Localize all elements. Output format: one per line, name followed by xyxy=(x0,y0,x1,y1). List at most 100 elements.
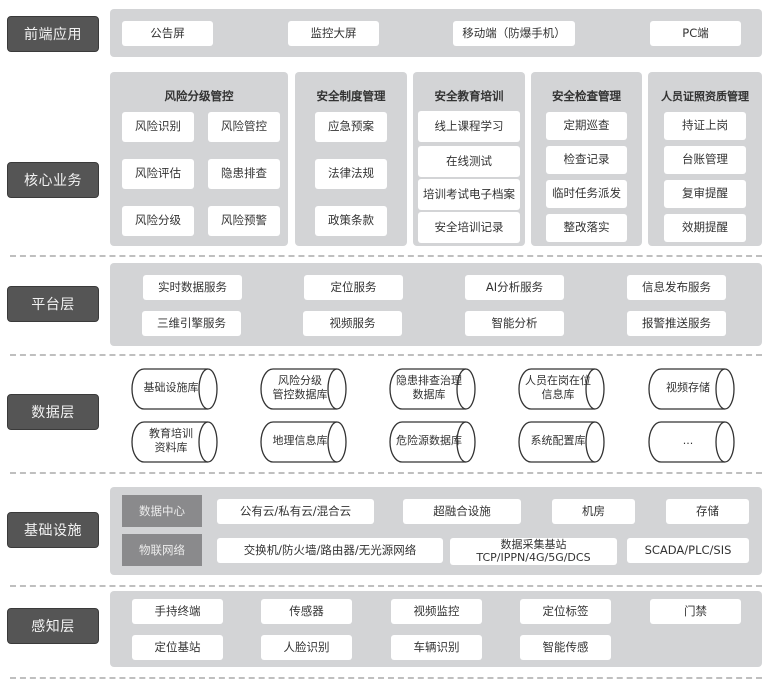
database-label: 视频存储 xyxy=(666,381,710,395)
core-column-training: 安全教育培训 线上课程学习 在线测试 培训考试电子档案 安全培训记录 xyxy=(413,72,525,246)
core-item: 法律法规 xyxy=(315,159,387,189)
database-cylinder: 隐患排查治理 数据库 xyxy=(388,367,478,410)
database-cylinder: 教育培训 资料库 xyxy=(130,420,220,463)
core-item: 隐患排查 xyxy=(208,159,280,189)
database-icon xyxy=(518,421,605,463)
column-title: 人员证照资质管理 xyxy=(661,90,749,103)
core-column-risk: 风险分级管控 风险识别 风险管控 风险评估 隐患排查 风险分级 风险预警 xyxy=(110,72,288,246)
database-label: 危险源数据库 xyxy=(396,434,462,448)
layer-label-core: 核心业务 xyxy=(7,162,99,198)
core-item: 复审提醒 xyxy=(664,180,746,208)
database-cylinder: 风险分级 管控数据库 xyxy=(259,367,349,410)
core-item: 效期提醒 xyxy=(664,214,746,242)
category-iot-network: 物联网络 xyxy=(122,534,202,566)
frontend-panel: 公告屏 监控大屏 移动端（防爆手机） PC端 xyxy=(110,9,762,57)
perception-item: 人脸识别 xyxy=(261,635,352,660)
infrastructure-item: SCADA/PLC/SIS xyxy=(627,538,749,563)
infrastructure-item: 交换机/防火墙/路由器/无光源网络 xyxy=(217,538,443,563)
database-icon xyxy=(260,368,347,410)
platform-item: 三维引擎服务 xyxy=(142,311,241,336)
core-item: 持证上岗 xyxy=(664,112,746,140)
perception-item: 门禁 xyxy=(650,599,741,624)
core-item: 台账管理 xyxy=(664,146,746,174)
frontend-item: PC端 xyxy=(650,21,741,46)
layer-divider xyxy=(10,677,762,679)
perception-item: 智能传感 xyxy=(520,635,611,660)
perception-item: 手持终端 xyxy=(132,599,223,624)
layer-label-infrastructure: 基础设施 xyxy=(7,512,99,548)
core-column-inspection: 安全检查管理 定期巡查 检查记录 临时任务派发 整改落实 xyxy=(531,72,642,246)
perception-item: 传感器 xyxy=(261,599,352,624)
core-item: 在线测试 xyxy=(418,146,520,177)
infrastructure-item: 机房 xyxy=(552,499,635,524)
frontend-item: 移动端（防爆手机） xyxy=(453,21,575,46)
core-item: 风险评估 xyxy=(122,159,194,189)
infrastructure-item: 公有云/私有云/混合云 xyxy=(217,499,374,524)
core-item: 培训考试电子档案 xyxy=(418,179,520,210)
platform-item: 智能分析 xyxy=(465,311,564,336)
database-label: 教育培训 资料库 xyxy=(149,427,193,454)
database-label: 隐患排查治理 数据库 xyxy=(396,374,462,401)
layer-divider xyxy=(10,255,762,257)
platform-panel: 实时数据服务 定位服务 AI分析服务 信息发布服务 三维引擎服务 视频服务 智能… xyxy=(110,263,762,346)
database-icon xyxy=(648,368,735,410)
layer-divider xyxy=(10,354,762,356)
core-item: 风险识别 xyxy=(122,112,194,142)
perception-item: 车辆识别 xyxy=(391,635,482,660)
core-column-certificates: 人员证照资质管理 持证上岗 台账管理 复审提醒 效期提醒 xyxy=(648,72,762,246)
core-item: 安全培训记录 xyxy=(418,212,520,243)
database-cylinder: 视频存储 xyxy=(647,367,737,410)
category-data-center: 数据中心 xyxy=(122,495,202,527)
core-item: 政策条款 xyxy=(315,206,387,236)
database-cylinder: 系统配置库 xyxy=(517,420,607,463)
column-title: 安全制度管理 xyxy=(316,89,386,103)
layer-divider xyxy=(10,585,762,587)
platform-item: 视频服务 xyxy=(303,311,402,336)
core-item: 风险分级 xyxy=(122,206,194,236)
core-item: 定期巡查 xyxy=(546,112,627,140)
platform-item: 报警推送服务 xyxy=(627,311,726,336)
database-cylinder: 基础设施库 xyxy=(130,367,220,410)
database-label: ... xyxy=(682,434,694,448)
database-label: 基础设施库 xyxy=(143,381,199,395)
column-title: 风险分级管控 xyxy=(164,89,234,103)
platform-item: 定位服务 xyxy=(304,275,403,300)
core-item: 线上课程学习 xyxy=(418,111,520,142)
infrastructure-item: 数据采集基站 TCP/IPPN/4G/5G/DCS xyxy=(450,538,617,565)
database-label: 系统配置库 xyxy=(530,434,586,448)
database-icon xyxy=(260,421,347,463)
infrastructure-panel: 数据中心 公有云/私有云/混合云 超融合设施 机房 存储 物联网络 交换机/防火… xyxy=(110,487,762,575)
frontend-item: 监控大屏 xyxy=(288,21,379,46)
core-item: 风险管控 xyxy=(208,112,280,142)
platform-item: 信息发布服务 xyxy=(627,275,726,300)
database-label: 风险分级 管控数据库 xyxy=(272,374,328,401)
column-title: 安全检查管理 xyxy=(552,89,621,103)
database-cylinder: 地理信息库 xyxy=(259,420,349,463)
layer-label-platform: 平台层 xyxy=(7,286,99,322)
infrastructure-item: 存储 xyxy=(666,499,749,524)
database-icon xyxy=(389,368,476,410)
database-icon xyxy=(389,421,476,463)
database-icon xyxy=(518,368,605,410)
database-label: 地理信息库 xyxy=(272,434,328,448)
core-column-policy: 安全制度管理 应急预案 法律法规 政策条款 xyxy=(295,72,407,246)
database-cylinder: 人员在岗在位 信息库 xyxy=(517,367,607,410)
database-icon xyxy=(648,421,735,463)
perception-item: 定位标签 xyxy=(520,599,611,624)
database-cylinder: 危险源数据库 xyxy=(388,420,478,463)
perception-item: 定位基站 xyxy=(132,635,223,660)
core-item: 临时任务派发 xyxy=(546,180,627,208)
layer-label-frontend: 前端应用 xyxy=(7,16,99,52)
perception-panel: 手持终端 传感器 视频监控 定位标签 门禁 定位基站 人脸识别 车辆识别 智能传… xyxy=(110,591,762,667)
layer-label-data: 数据层 xyxy=(7,394,99,430)
infrastructure-item: 超融合设施 xyxy=(403,499,521,524)
layer-label-perception: 感知层 xyxy=(7,608,99,644)
database-icon xyxy=(131,368,218,410)
perception-item: 视频监控 xyxy=(391,599,482,624)
database-cylinder: ... xyxy=(647,420,737,463)
frontend-item: 公告屏 xyxy=(122,21,213,46)
core-item: 检查记录 xyxy=(546,146,627,174)
database-icon xyxy=(131,421,218,463)
core-item: 整改落实 xyxy=(546,214,627,242)
platform-item: AI分析服务 xyxy=(465,275,564,300)
